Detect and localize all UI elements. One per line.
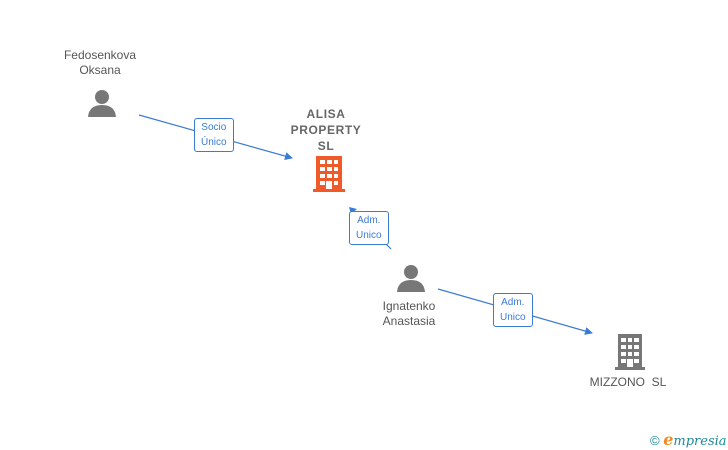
brand-initial: e (663, 430, 674, 449)
edge-label-adm-unico: Adm. Unico (349, 211, 389, 245)
empresia-logo[interactable]: © empresia (650, 430, 727, 449)
company-name-mizzono[interactable]: MIZZONO SL (589, 375, 667, 389)
company-name-alisa-property[interactable]: ALISA PROPERTY SL (290, 107, 362, 153)
copyright-icon: © (650, 433, 660, 448)
person-name-fedosenkova[interactable]: Fedosenkova Oksana (63, 48, 137, 77)
brand-name: mpresia (673, 434, 727, 449)
edge-label-adm-unico: Adm. Unico (493, 293, 533, 327)
person-icon[interactable] (396, 263, 426, 298)
person-icon[interactable] (87, 88, 117, 123)
edge-label-socio-unico: Socio Único (194, 118, 234, 152)
person-name-ignatenko[interactable]: Ignatenko Anastasia (382, 299, 436, 328)
building-icon[interactable] (615, 334, 645, 375)
building-icon[interactable] (313, 156, 345, 197)
